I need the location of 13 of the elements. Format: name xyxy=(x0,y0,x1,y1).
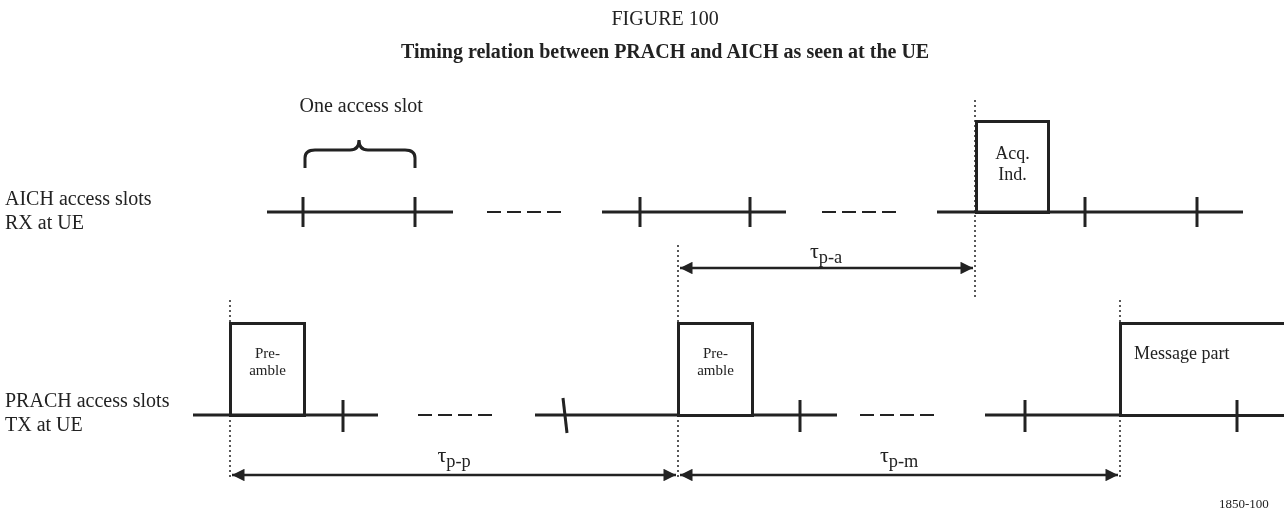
slot-label: One access slot xyxy=(299,94,423,117)
burst-box: Pre- amble xyxy=(229,322,306,417)
dimension-label: τ$_{p-a}$ xyxy=(810,238,843,269)
figure-number: FIGURE 100 xyxy=(611,7,719,30)
burst-box: Pre- amble xyxy=(677,322,754,417)
figure-title: Timing relation between PRACH and AICH as seen at the UE xyxy=(401,40,930,63)
figure-id: 1850-100 xyxy=(1219,496,1269,512)
burst-box: Acq. Ind. xyxy=(975,120,1050,214)
row-label: PRACH access slots TX at UE xyxy=(5,388,171,436)
dimension-label: τ$_{p-m}$ xyxy=(880,442,919,473)
message-block: Message part xyxy=(1119,322,1284,417)
dimension-label: τ$_{p-p}$ xyxy=(437,442,471,473)
row-label: AICH access slots RX at UE xyxy=(5,186,153,234)
